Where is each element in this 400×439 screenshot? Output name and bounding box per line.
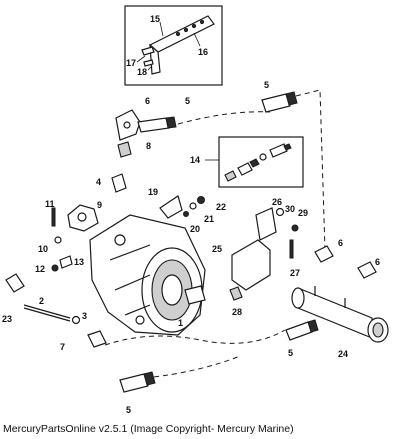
cooler-24: [291, 286, 389, 343]
inset-bracket-box: [124, 5, 223, 86]
callout-29: 29: [298, 208, 308, 218]
callout-18: 18: [137, 67, 147, 77]
callout-5-lower: 5: [288, 348, 293, 358]
callout-labels: 1 2 3 4 5 5 5 5 6 6 6 7 8 9 10 11 12 13 …: [2, 14, 380, 415]
callout-3: 3: [82, 311, 87, 321]
callout-12: 12: [35, 264, 45, 274]
callout-2: 2: [39, 296, 44, 306]
callout-30: 30: [285, 204, 295, 214]
callout-5-top: 5: [185, 96, 190, 106]
callout-20: 20: [190, 224, 200, 234]
callout-13: 13: [74, 257, 84, 267]
callout-19: 19: [148, 187, 158, 197]
callout-26: 26: [272, 197, 282, 207]
part-20: [183, 211, 189, 217]
callout-6-right-a: 6: [338, 238, 343, 248]
washer-30: [275, 207, 285, 217]
hose-fitting-5-lower: [285, 319, 319, 341]
clamp-26: [255, 207, 277, 241]
callout-8: 8: [146, 141, 151, 151]
fitting-8: [117, 141, 132, 158]
callout-15: 15: [150, 14, 160, 24]
washer-3: [71, 315, 81, 325]
callout-4: 4: [96, 177, 101, 187]
elbow-fitting-top: [115, 109, 177, 141]
callout-5-right: 5: [264, 80, 269, 90]
callout-17: 17: [126, 58, 136, 68]
callout-24: 24: [338, 349, 348, 359]
elbow-6-right-b: [357, 261, 377, 279]
elbow-7: [87, 330, 107, 348]
nut-12: [51, 264, 59, 272]
sensor-4: [111, 173, 127, 193]
callout-21: 21: [204, 214, 214, 224]
callout-9: 9: [97, 200, 102, 210]
callout-27: 27: [290, 268, 300, 278]
bolt-27: [289, 239, 294, 259]
callout-1: 1: [178, 318, 183, 328]
exploded-parts-diagram: 1 2 3 4 5 5 5 5 6 6 6 7 8 9 10 11 12 13 …: [2, 5, 389, 415]
hose-fitting-5-right: [261, 91, 298, 113]
washer-21: [189, 202, 197, 210]
image-caption: MercuryPartsOnline v2.5.1 (Image Copyrig…: [3, 423, 294, 435]
callout-14: 14: [190, 155, 200, 165]
callout-16: 16: [198, 47, 208, 57]
inset-callouts: [136, 21, 201, 71]
bolt-11: [51, 207, 56, 227]
callout-23: 23: [2, 314, 12, 324]
transmission-housing: [89, 214, 206, 336]
hose-fitting-5-bottom: [119, 371, 156, 393]
plug-23: [5, 273, 25, 293]
callout-25: 25: [212, 244, 222, 254]
callout-22: 22: [216, 202, 226, 212]
callout-7: 7: [60, 342, 65, 352]
bracket-19: [159, 195, 183, 219]
inset-fitting-box: [205, 136, 304, 188]
spacer-28: [229, 286, 243, 301]
hose-routes: [104, 89, 326, 379]
nut-22: [197, 196, 205, 204]
callout-10: 10: [38, 244, 48, 254]
washer-10: [54, 236, 62, 244]
callout-11: 11: [45, 199, 55, 209]
screw-29: [291, 224, 299, 232]
callout-6-right-b: 6: [375, 257, 380, 267]
callout-28: 28: [232, 307, 242, 317]
elbow-6-right-a: [314, 245, 334, 263]
bolt-2: [23, 304, 71, 322]
callout-6-top: 6: [145, 96, 150, 106]
bracket-25: [231, 239, 271, 291]
fitting-13: [59, 255, 73, 269]
mount-plate-9: [67, 204, 99, 232]
callout-5-bottom: 5: [126, 405, 131, 415]
